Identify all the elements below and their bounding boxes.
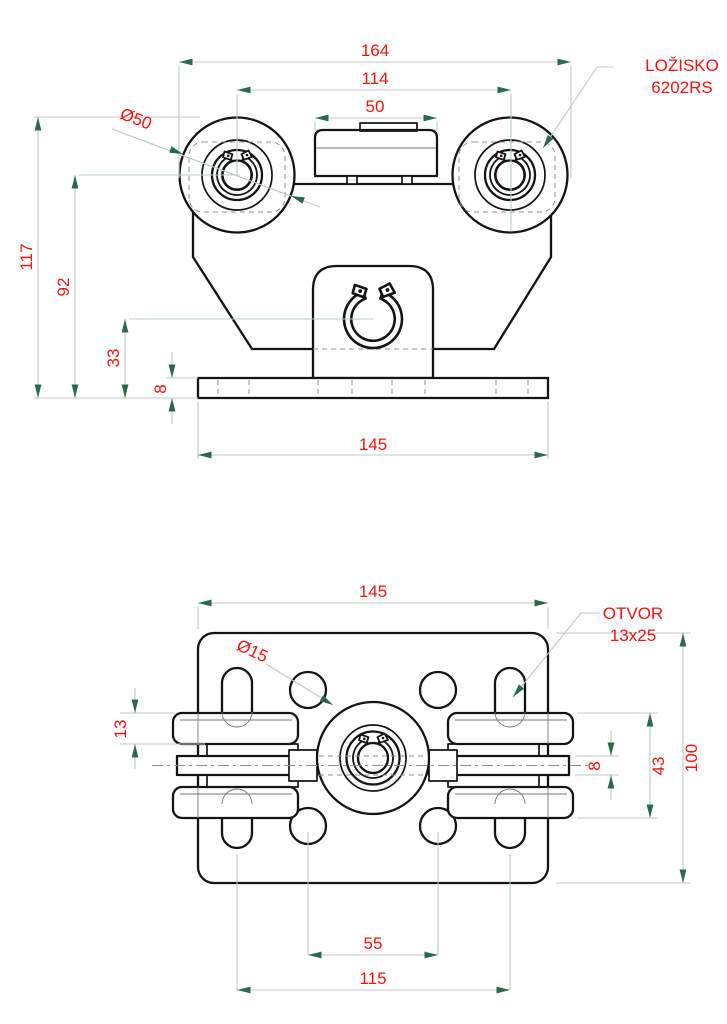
plan-hole: [418, 670, 458, 710]
dim-wheel-center-height: 92: [54, 278, 73, 297]
dim-axle-thickness: 8: [585, 761, 604, 770]
plan-dimensions: 145 Ø15 13 8 43 100 55 115 OTVOR 13x25: [111, 582, 701, 994]
bearing-callout: LOŽISKO 6202RS: [645, 56, 719, 97]
dim-hole-spacing: 55: [364, 934, 383, 953]
dim-plate-depth: 100: [682, 744, 701, 772]
front-bumper-foot: [346, 175, 358, 185]
plan-roller: [171, 785, 300, 820]
dim-guide-width: 50: [366, 97, 385, 116]
slot-callout-leader: [512, 612, 600, 698]
front-bracket: [311, 264, 435, 380]
slot-callout-line2: 13x25: [610, 626, 656, 645]
dim-slot-spacing: 115: [359, 969, 386, 988]
front-bumper: [313, 128, 439, 178]
plan-roller: [171, 711, 300, 746]
plan-body: [152, 631, 594, 885]
plan-view: 145 Ø15 13 8 43 100 55 115 OTVOR 13x25: [111, 582, 701, 994]
dim-plan-plate-width: 145: [359, 582, 387, 601]
dim-rollers-span: 43: [649, 757, 668, 776]
front-bumper-foot: [401, 175, 413, 185]
dim-overall-width: 164: [361, 41, 389, 60]
plan-roller: [446, 785, 575, 820]
dim-overall-height: 117: [17, 243, 36, 270]
front-bumper-tab: [359, 122, 418, 132]
dim-pin-center-height: 33: [104, 349, 123, 368]
dim-plate-thickness: 8: [151, 384, 170, 393]
front-view: 164 114 50 Ø50 117 92 33 8 145 LOŽISKO 6…: [17, 41, 719, 459]
front-body: [191, 122, 553, 400]
dim-plate-width: 145: [359, 435, 387, 454]
slot-callout-line1: OTVOR: [603, 604, 663, 623]
bearing-callout-line2: 6202RS: [651, 78, 712, 97]
dim-wheel-spacing: 114: [361, 69, 388, 88]
slot-callout: OTVOR 13x25: [603, 604, 663, 645]
plan-hub: [315, 700, 431, 816]
bearing-callout-line1: LOŽISKO: [645, 56, 719, 75]
front-base-plate: [196, 376, 550, 400]
front-wheel-right: [451, 116, 569, 234]
dim-roller-thickness: 13: [111, 720, 130, 739]
plan-roller: [446, 711, 575, 746]
bearing-callout-leader: [542, 66, 613, 149]
dim-wheel-diameter: Ø50: [118, 104, 155, 133]
